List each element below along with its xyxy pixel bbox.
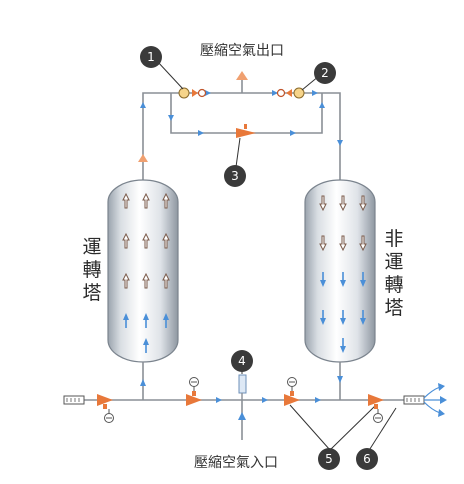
bottom-piping xyxy=(84,362,404,440)
inlet-label: 壓縮空氣入口 xyxy=(194,455,278,471)
exhaust-arrows xyxy=(423,383,447,417)
tower-idle-label: 非運轉塔 xyxy=(384,228,404,319)
outlet-arrow xyxy=(236,71,248,93)
inlet-arrow xyxy=(238,412,246,420)
callout-4: 4 xyxy=(231,350,253,372)
valve-right-exhaust xyxy=(368,394,384,423)
callout-2: 2 xyxy=(314,62,336,84)
bottom-flow-arrows xyxy=(140,376,343,403)
check-valve-2 xyxy=(276,87,305,99)
idle-tank-flow xyxy=(319,195,367,353)
tower-active-label: 運轉塔 xyxy=(82,236,102,304)
outlet-label: 壓縮空氣出口 xyxy=(200,43,284,59)
bottom-valves xyxy=(97,377,384,423)
callout-5: 5 xyxy=(318,448,340,470)
purge-valve xyxy=(236,124,256,138)
active-tank-outlet-arrow xyxy=(138,154,148,162)
silencer-right xyxy=(403,395,425,405)
top-flow-arrows xyxy=(140,90,343,146)
silencer-left xyxy=(63,395,85,405)
callout-3: 3 xyxy=(224,165,246,187)
valve-left-inlet xyxy=(186,377,202,406)
valve-left-exhaust xyxy=(97,394,114,423)
check-valve-1 xyxy=(178,87,207,99)
callout-6: 6 xyxy=(356,448,378,470)
active-tank-flow xyxy=(122,192,170,353)
callout-1: 1 xyxy=(140,46,162,68)
valve-right-inlet xyxy=(284,377,300,406)
humidity-sensor xyxy=(238,374,247,400)
